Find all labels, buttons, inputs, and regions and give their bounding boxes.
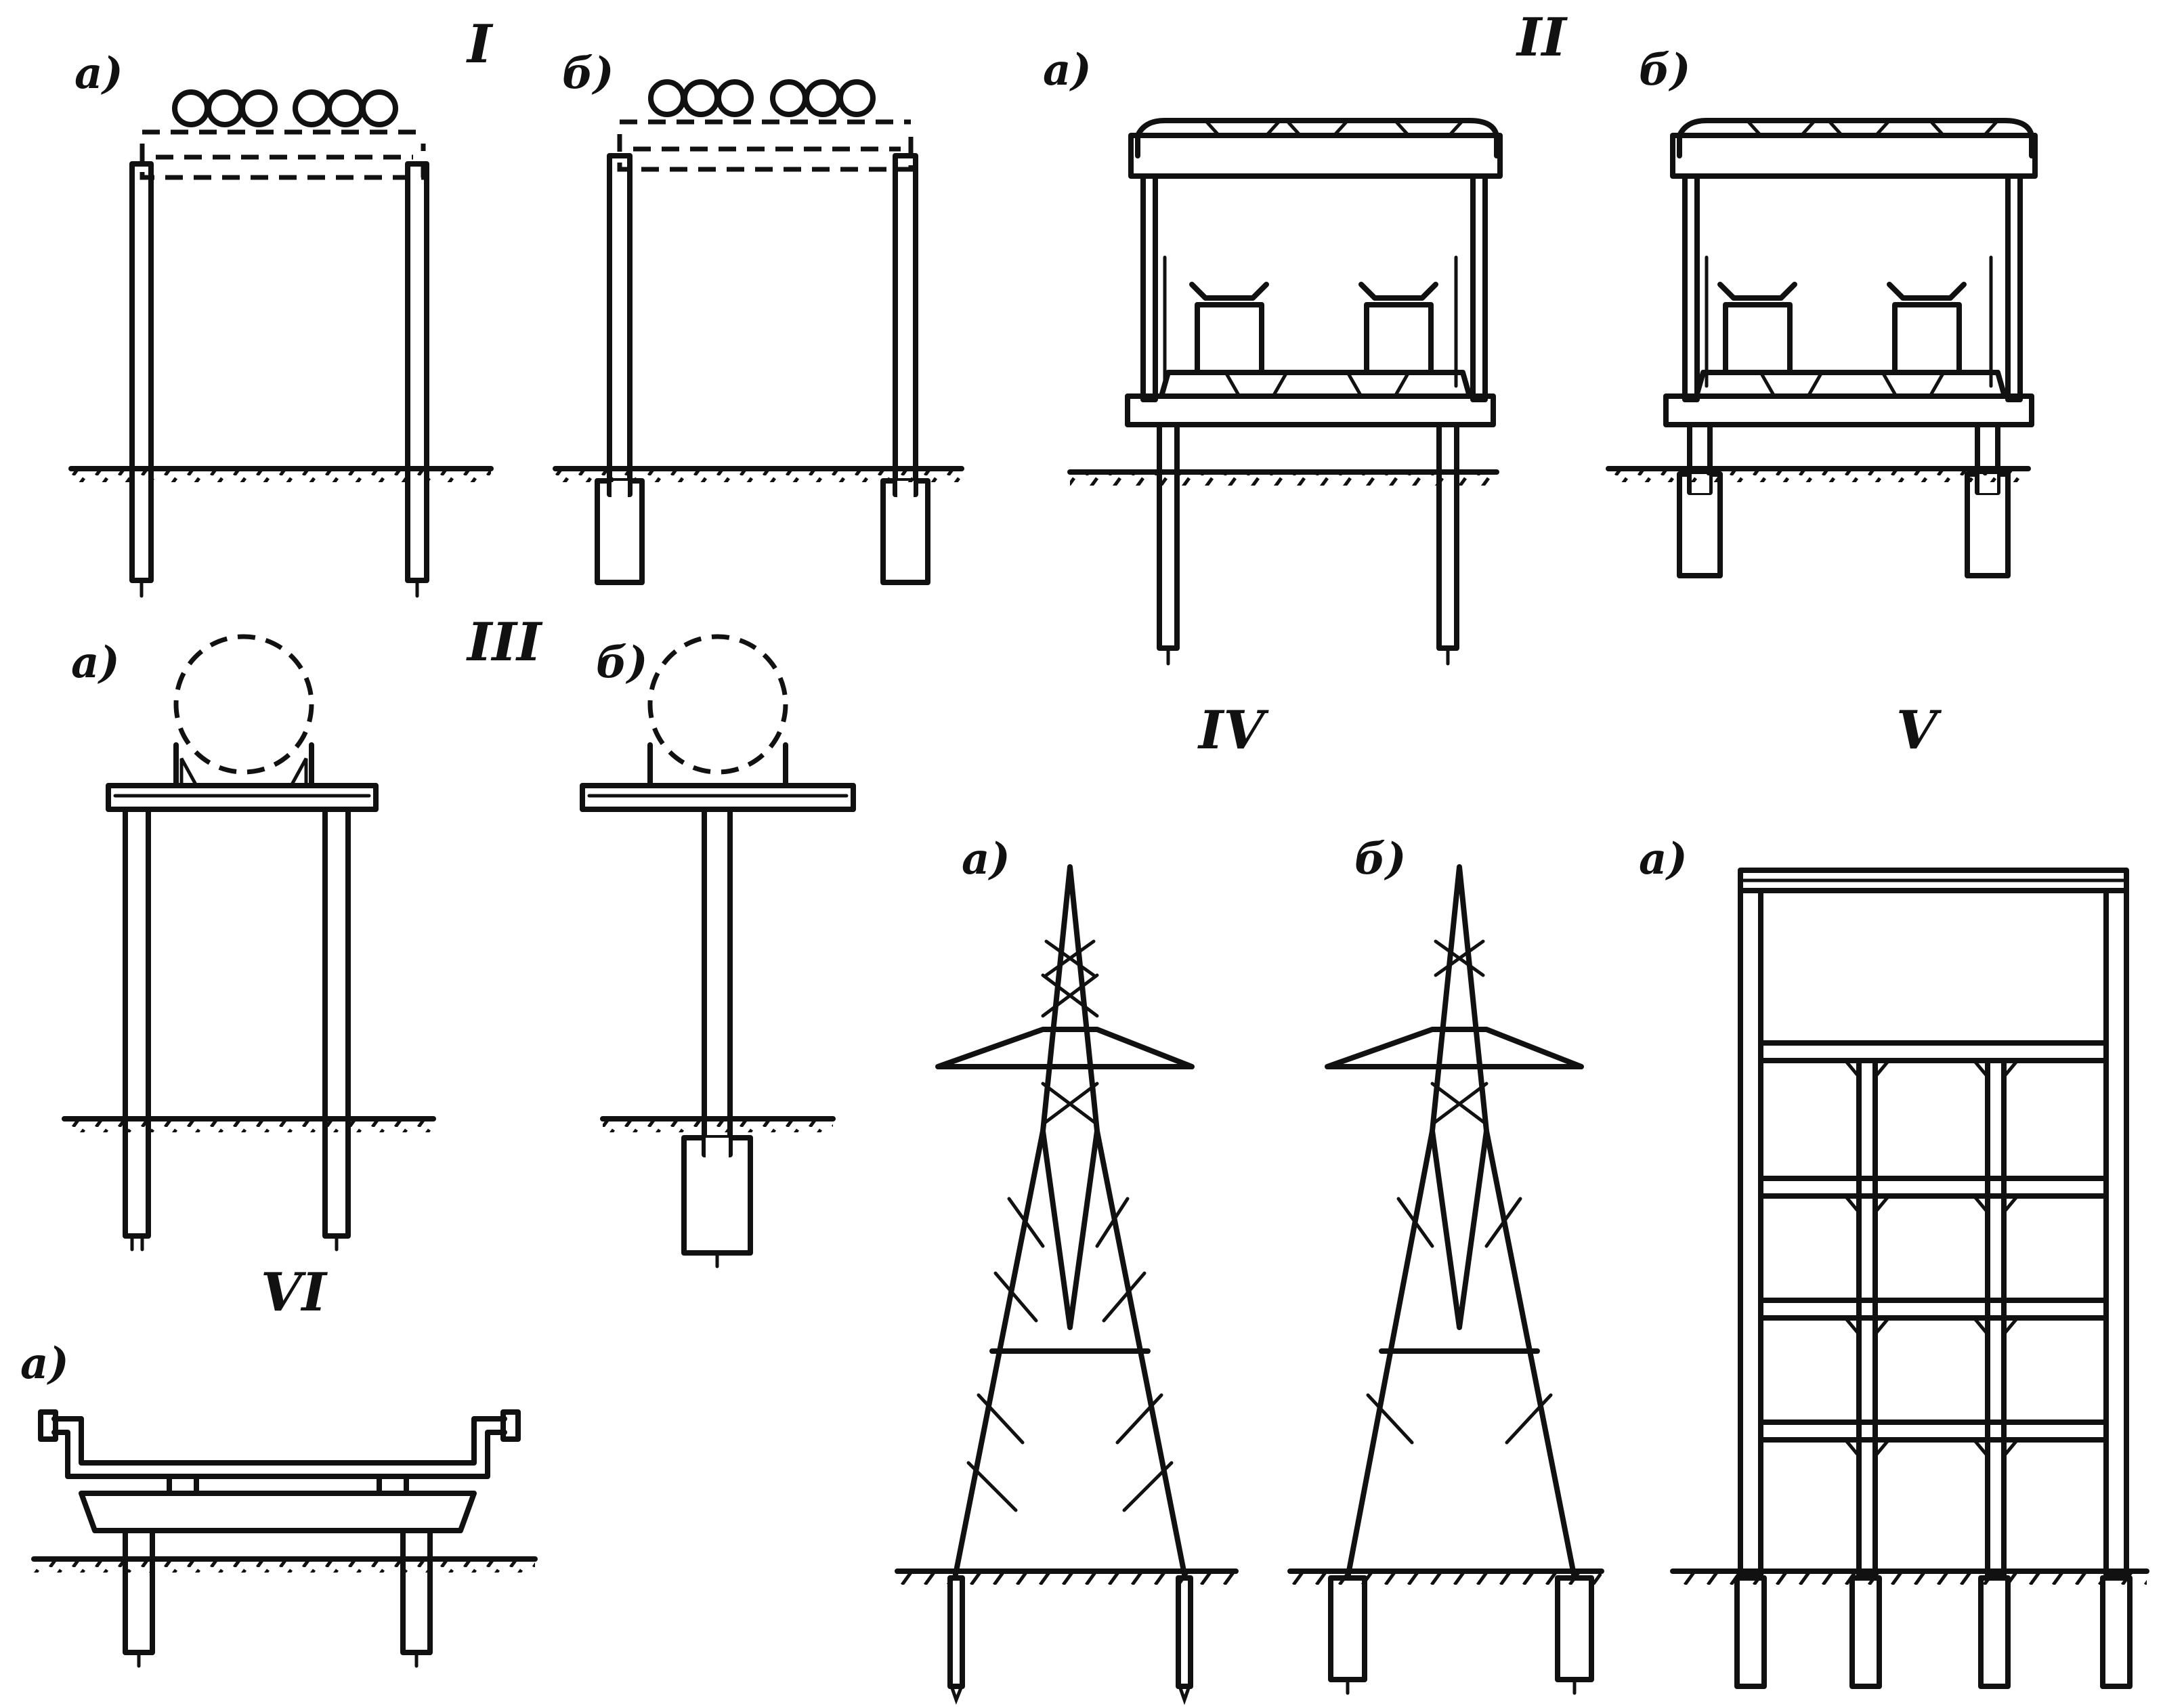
tray-bracket-left bbox=[1189, 282, 1269, 375]
label-VI: VI bbox=[261, 1262, 328, 1323]
label-I: I bbox=[466, 14, 494, 75]
pipes bbox=[648, 79, 876, 117]
label-I-b: б) bbox=[562, 48, 614, 99]
II-b-two-level-cable-rack-foundations: б) bbox=[1606, 45, 2038, 578]
I-a-pipe-rack-driven-posts: а) bbox=[68, 48, 494, 598]
label-III-a: а) bbox=[71, 637, 120, 688]
label-II-b: б) bbox=[1639, 45, 1691, 95]
group-VI: VI а) bbox=[20, 1262, 538, 1668]
group-I: I а) б) bbox=[68, 14, 964, 598]
label-II: II bbox=[1516, 7, 1568, 68]
label-V-a: а) bbox=[1639, 834, 1688, 884]
V-a-multistory-frame: а) bbox=[1639, 834, 2149, 1689]
label-I-a: а) bbox=[74, 48, 123, 99]
tray-bracket-right bbox=[1887, 282, 1967, 375]
tray-bracket-right bbox=[1358, 282, 1438, 375]
pipes bbox=[172, 89, 398, 127]
III-a-vessel-support-two-posts: а) bbox=[62, 634, 436, 1252]
group-V: V а) bbox=[1639, 700, 2149, 1689]
IV-a-transmission-tower-driven: а) bbox=[895, 834, 1239, 1705]
VI-a-pipeline-crossing: а) bbox=[20, 1338, 538, 1668]
I-b-pipe-rack-on-foundations: б) bbox=[553, 48, 964, 585]
label-IV: IV bbox=[1197, 700, 1269, 761]
tray-bracket-left bbox=[1717, 282, 1797, 375]
label-III-b: б) bbox=[596, 637, 648, 688]
III-b-vessel-support-single-post: б) bbox=[580, 634, 856, 1268]
group-II: II а) bbox=[1043, 7, 2038, 666]
label-V: V bbox=[1896, 700, 1942, 761]
label-III: III bbox=[466, 612, 543, 673]
II-a-two-level-cable-rack-driven: а) bbox=[1043, 45, 1503, 666]
IV-b-transmission-tower-foundations: б) bbox=[1287, 834, 1604, 1695]
group-IV: IV а) б) bbox=[895, 700, 1604, 1705]
label-II-a: а) bbox=[1043, 45, 1092, 95]
label-IV-b: б) bbox=[1354, 834, 1407, 884]
label-IV-a: а) bbox=[962, 834, 1010, 884]
group-III: III а) б) bbox=[62, 612, 856, 1268]
label-VI-a: а) bbox=[20, 1338, 69, 1389]
